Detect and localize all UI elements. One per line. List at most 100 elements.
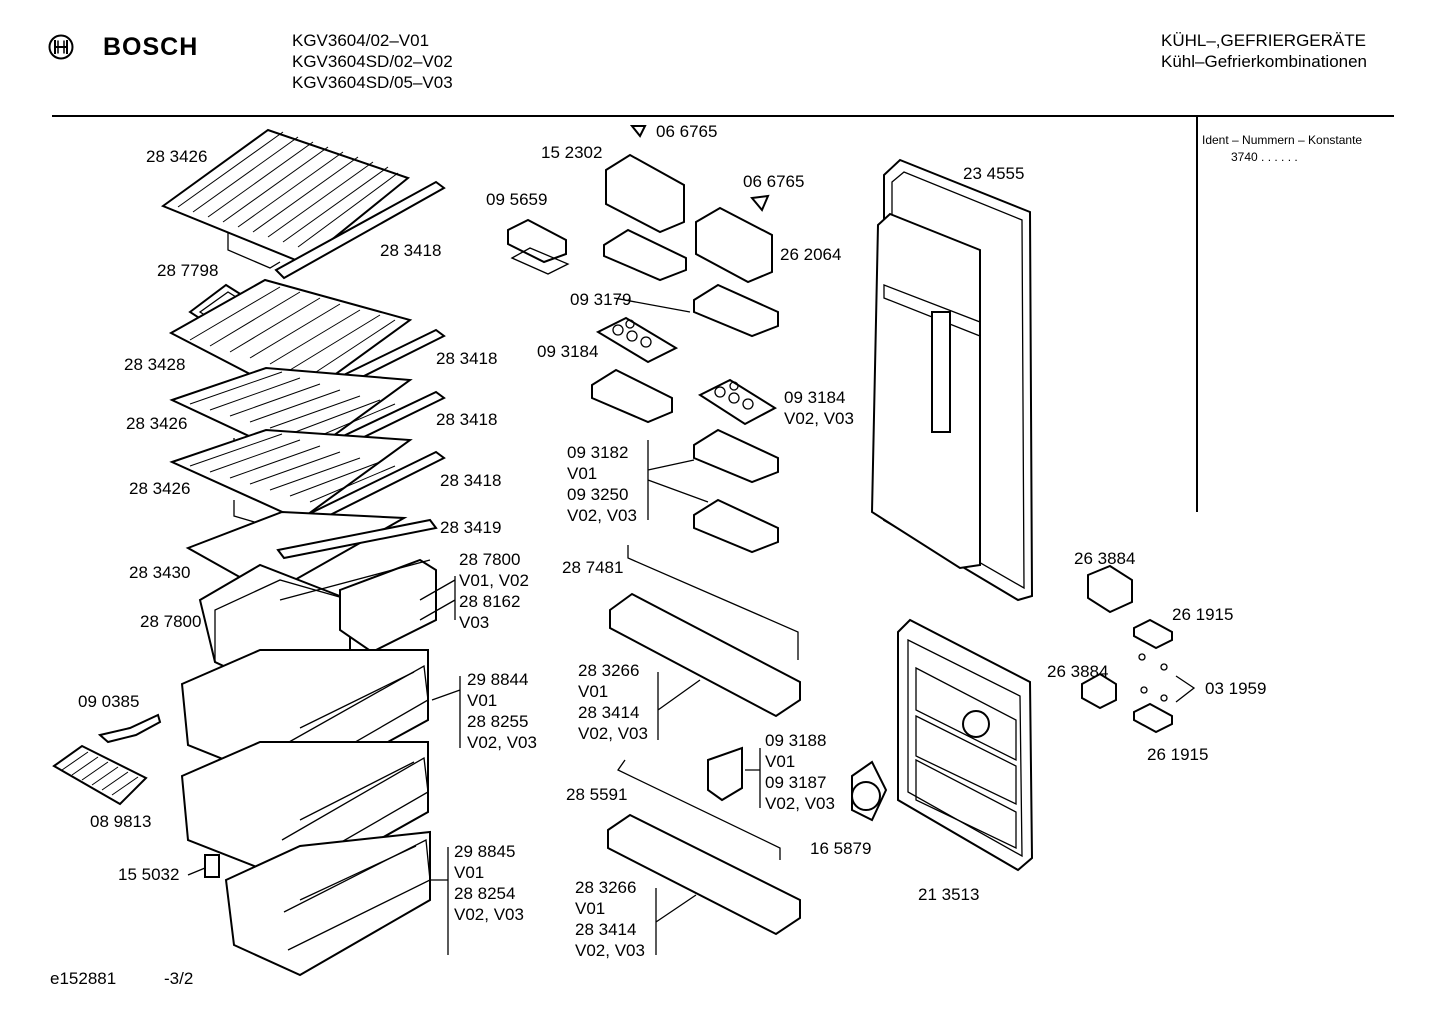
part-label: 28 3414 — [578, 703, 640, 722]
model-number-3: KGV3604SD/05–V03 — [292, 73, 453, 92]
variant-label: V02, V03 — [784, 409, 854, 428]
crisper-drawer-2 — [180, 741, 429, 886]
part-label: 28 3418 — [436, 349, 498, 368]
door-shelf-rail-upper — [627, 545, 799, 660]
part-label: 28 7800 — [140, 612, 202, 631]
part-label: 26 1915 — [1147, 745, 1209, 764]
part-label: 08 9813 — [90, 812, 152, 831]
part-label: 09 3187 — [765, 773, 827, 792]
fridge-door-23-4555 — [870, 158, 1034, 602]
door-shelf-upper — [609, 592, 801, 718]
butter-lid-right — [695, 206, 773, 284]
hinge-26-3884-upper — [1087, 564, 1133, 614]
freezer-door-21-3513 — [897, 618, 1034, 872]
part-label: 28 7798 — [157, 261, 219, 280]
part-label: 09 5659 — [486, 190, 548, 209]
part-label: 28 8162 — [459, 592, 521, 611]
variant-label: V02, V03 — [765, 794, 835, 813]
part-label: 09 3188 — [765, 731, 827, 750]
butter-tray-left — [603, 228, 687, 282]
part-label: 28 3418 — [436, 410, 498, 429]
variant-label: V01 — [567, 464, 598, 483]
part-label: 28 3419 — [440, 518, 502, 537]
knob-16-5879 — [851, 760, 888, 822]
part-label: 29 8845 — [454, 842, 516, 861]
crisper-drawer-3 — [224, 830, 431, 977]
part-label: 28 3430 — [129, 563, 191, 582]
variant-label: V02, V03 — [578, 724, 648, 743]
hinge-26-3884-lower — [1081, 672, 1117, 710]
part-label: 09 3179 — [570, 290, 632, 309]
part-label: 28 3428 — [124, 355, 186, 374]
variant-label: V01 — [575, 899, 606, 918]
hinge-26-1915-upper — [1133, 618, 1173, 650]
wire-shelf-4 — [169, 428, 413, 527]
shelf-trim-strip — [274, 180, 446, 280]
small-clip — [204, 854, 220, 878]
part-label: 09 0385 — [78, 692, 140, 711]
washers-03-1959 — [1138, 653, 1168, 702]
door-shelf-rail-lower — [617, 759, 781, 860]
part-label: 26 3884 — [1047, 662, 1109, 681]
part-label: 28 8255 — [467, 712, 529, 731]
shelf-trim-strip-5 — [276, 518, 438, 560]
wire-shelf-top — [160, 128, 411, 269]
door-bin-small-1 — [591, 368, 673, 424]
model-number-1: KGV3604/02–V01 — [292, 31, 430, 50]
part-label: 23 4555 — [963, 164, 1025, 183]
brand-name: BOSCH — [103, 33, 199, 61]
variant-label: V02, V03 — [454, 905, 524, 924]
drawing-id: e152881 — [50, 969, 117, 988]
door-shelf-lower — [607, 813, 801, 936]
ice-scraper — [97, 713, 162, 744]
part-label: 28 3426 — [126, 414, 188, 433]
part-label: 28 5591 — [566, 785, 628, 804]
variant-label: V02, V03 — [467, 733, 537, 752]
part-label: 09 3182 — [567, 443, 629, 462]
variant-label: V03 — [459, 613, 490, 632]
part-label: 26 1915 — [1172, 605, 1234, 624]
screw-06-6765 — [750, 194, 770, 212]
variant-label: V01 — [467, 691, 498, 710]
small-box-09-5659 — [507, 218, 570, 275]
switch-09-3188 — [707, 746, 743, 802]
bosch-armature-logo-icon — [48, 34, 74, 60]
part-label: 06 6765 — [743, 172, 805, 191]
part-label: 28 3414 — [575, 920, 637, 939]
door-bin-small-3 — [693, 498, 779, 554]
egg-tray-right — [697, 378, 777, 426]
variant-label: V01 — [578, 682, 609, 701]
part-label: 15 2302 — [541, 143, 603, 162]
part-label: 28 3426 — [129, 479, 191, 498]
part-label: 03 1959 — [1205, 679, 1267, 698]
part-label: 15 5032 — [118, 865, 180, 884]
category-subtitle: Kühl–Gefrierkombinationen — [1161, 52, 1368, 71]
part-label: 28 3266 — [578, 661, 640, 680]
part-label: 26 3884 — [1074, 549, 1136, 568]
ident-panel-title: Ident – Nummern – Konstante — [1202, 133, 1363, 147]
part-label: 16 5879 — [810, 839, 872, 858]
part-label: 28 8254 — [454, 884, 516, 903]
variant-label: V01, V02 — [459, 571, 529, 590]
variant-label: V02, V03 — [575, 941, 645, 960]
door-bin-small-2 — [693, 428, 779, 484]
screw-06-6765-top — [629, 125, 647, 138]
part-label: 09 3250 — [567, 485, 629, 504]
hinge-26-1915-lower — [1133, 702, 1173, 734]
butter-tray-right — [693, 283, 779, 338]
part-label: 28 7800 — [459, 550, 521, 569]
part-label: 09 3184 — [537, 342, 599, 361]
part-label: 28 3418 — [380, 241, 442, 260]
part-label: 28 3418 — [440, 471, 502, 490]
part-label: 09 3184 — [784, 388, 846, 407]
part-label: 28 3426 — [146, 147, 208, 166]
ice-cube-tray — [52, 744, 148, 806]
part-label: 28 3266 — [575, 878, 637, 897]
variant-label: V01 — [765, 752, 796, 771]
variant-label: V01 — [454, 863, 485, 882]
part-label: 28 7481 — [562, 558, 624, 577]
part-label: 06 6765 — [656, 122, 718, 141]
butter-lid-left — [605, 153, 685, 234]
part-label: 29 8844 — [467, 670, 529, 689]
